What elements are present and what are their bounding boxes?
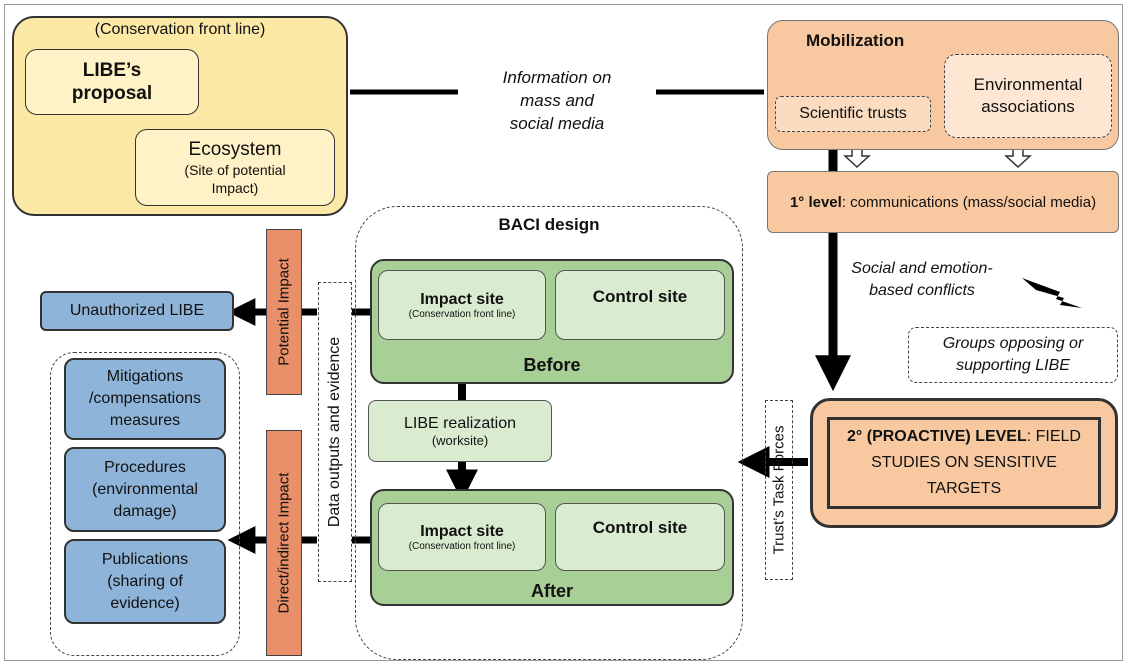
realization-worksite: (worksite) [431,432,489,448]
before-control-site: Control site [555,270,725,340]
before-impact-site-label: Impact site [420,290,504,308]
before-impact-site-sub: (Conservation front line) [408,308,516,320]
before-control-site-label: Control site [592,287,688,306]
baci-design-box: BACI design [355,206,743,660]
data-outputs-box: Data outputs and evidence [318,282,352,582]
figure-frame [4,4,1123,661]
environmental-associations-box: Environmental associations [944,54,1112,138]
level2-description: FIELD STUDIES ON SENSITIVE TARGETS [871,428,1081,497]
level2-text: 2° (PROACTIVE) LEVEL: FIELD STUDIES ON S… [836,424,1092,502]
level2-inner-box: 2° (PROACTIVE) LEVEL: FIELD STUDIES ON S… [827,417,1101,509]
procedures-box: Procedures (environmental damage) [64,447,226,532]
after-impact-site-label: Impact site [420,522,504,540]
level1-text: 1° level: communications (mass/social me… [770,192,1116,213]
level1-description: : communications (mass/social media) [841,193,1097,211]
unauthorized-box: Unauthorized LIBE [40,291,234,331]
level1-box: 1° level: communications (mass/social me… [767,171,1119,233]
scientific-trusts-box: Scientific trusts [775,96,931,132]
ecosystem-box: Ecosystem (Site of potential Impact) [135,129,335,206]
level2-outer-box: 2° (PROACTIVE) LEVEL: FIELD STUDIES ON S… [810,398,1118,528]
lightning-bolt-icon [1022,278,1082,308]
baci-title: BACI design [498,215,600,234]
conservation-header: (Conservation front line) [94,21,266,38]
level2-colon: : [1026,428,1036,445]
data-outputs-label: Data outputs and evidence [326,336,343,528]
after-label: After [530,581,573,601]
trust-task-forces-box: Trust’s Task Forces [765,400,793,580]
direct-impact-label-box: Direct/indirect Impact [266,430,302,656]
realization-label: LIBE realization [403,414,517,432]
direct-impact-label: Direct/indirect Impact [275,472,293,614]
mobilization-title: Mobilization [806,31,905,50]
before-impact-site: Impact site (Conservation front line) [378,270,546,340]
realization-box: LIBE realization (worksite) [368,400,552,462]
info-text: Information on mass and social media [502,67,612,133]
after-impact-site: Impact site (Conservation front line) [378,503,546,571]
potential-impact-label-box: Potential Impact [266,229,302,395]
ecosystem-subtitle: (Site of potential Impact) [184,161,286,196]
publications-box: Publications (sharing of evidence) [64,539,226,624]
mitigations-box: Mitigations /compensations measures [64,358,226,440]
after-control-site-label: Control site [592,518,688,537]
trust-task-forces-label: Trust’s Task Forces [770,425,788,555]
groups-box: Groups opposing or supporting LIBE [908,327,1118,383]
before-label: Before [523,355,581,375]
level1-label: 1° level [789,193,842,211]
ecosystem-title: Ecosystem [188,138,282,160]
after-control-site: Control site [555,503,725,571]
level2-label: 2° (PROACTIVE) LEVEL [847,428,1027,445]
after-impact-site-sub: (Conservation front line) [408,540,516,552]
potential-impact-label: Potential Impact [275,258,293,366]
outputs-group [50,352,240,656]
proposal-box: LIBE’s proposal [25,49,199,115]
social-conflicts-text: Social and emotion-based conflicts [851,260,993,299]
